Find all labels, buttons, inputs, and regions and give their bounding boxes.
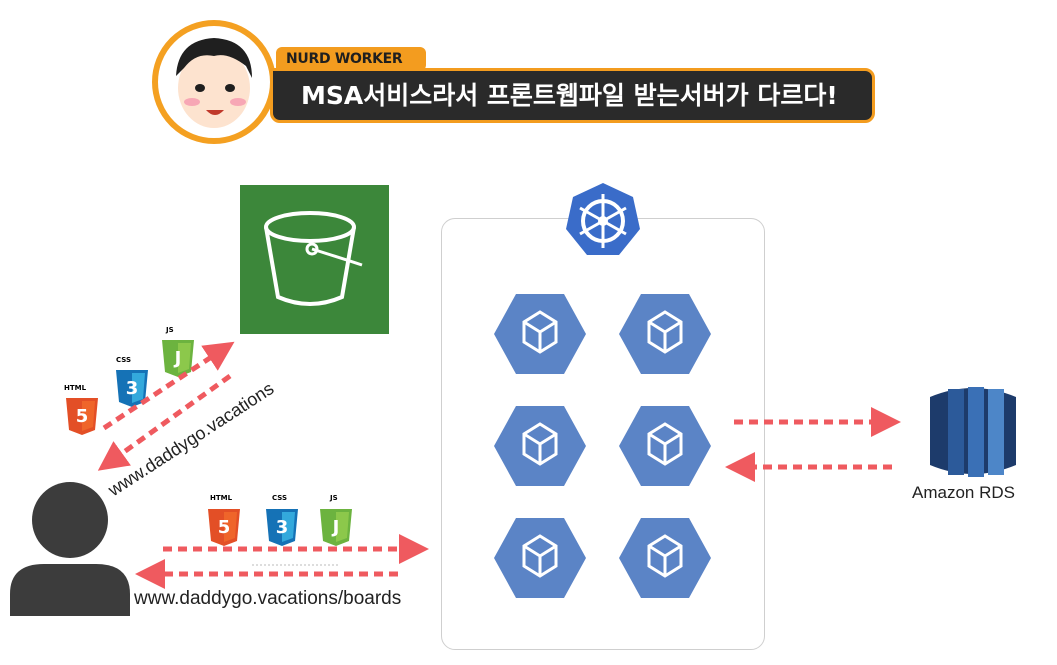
pod-icon	[494, 294, 586, 374]
css3-icon: 3	[266, 509, 298, 546]
s3-bucket-tile	[240, 185, 389, 334]
database-label: Amazon RDS	[912, 483, 1015, 502]
html5-icon: 5	[66, 398, 98, 435]
pod-icon	[494, 518, 586, 598]
cartoon-face-icon	[176, 38, 252, 128]
js-label: JS	[166, 326, 174, 334]
pod-icon	[619, 294, 711, 374]
html-label: HTML	[64, 384, 87, 392]
author-badge: NURD WORKER	[276, 47, 426, 71]
css-label: CSS	[116, 356, 132, 364]
pod-icon	[619, 518, 711, 598]
svg-text:5: 5	[218, 517, 231, 538]
svg-text:J: J	[173, 348, 182, 369]
css-label: CSS	[272, 494, 288, 502]
html-label: HTML	[210, 494, 233, 502]
js-icon: J	[162, 340, 194, 377]
database-icon	[930, 387, 1016, 477]
pod-icon	[494, 406, 586, 486]
user-icon	[10, 482, 130, 616]
bucket-icon	[264, 211, 363, 306]
js-icon: J	[320, 509, 352, 546]
svg-text:5: 5	[76, 406, 89, 427]
html5-icon: 5	[208, 509, 240, 546]
kubernetes-cluster	[441, 218, 765, 650]
page-title: MSA서비스라서 프론트웹파일 받는서버가 다르다!	[270, 68, 875, 123]
css3-icon: 3	[116, 370, 148, 407]
svg-text:3: 3	[276, 517, 289, 538]
kubernetes-icon	[566, 183, 640, 255]
pod-icon	[619, 406, 711, 486]
svg-text:3: 3	[126, 378, 139, 399]
js-label: JS	[330, 494, 338, 502]
avatar	[152, 20, 276, 144]
svg-text:J: J	[331, 517, 340, 538]
api-url: www.daddygo.vacations/boards	[134, 588, 402, 609]
